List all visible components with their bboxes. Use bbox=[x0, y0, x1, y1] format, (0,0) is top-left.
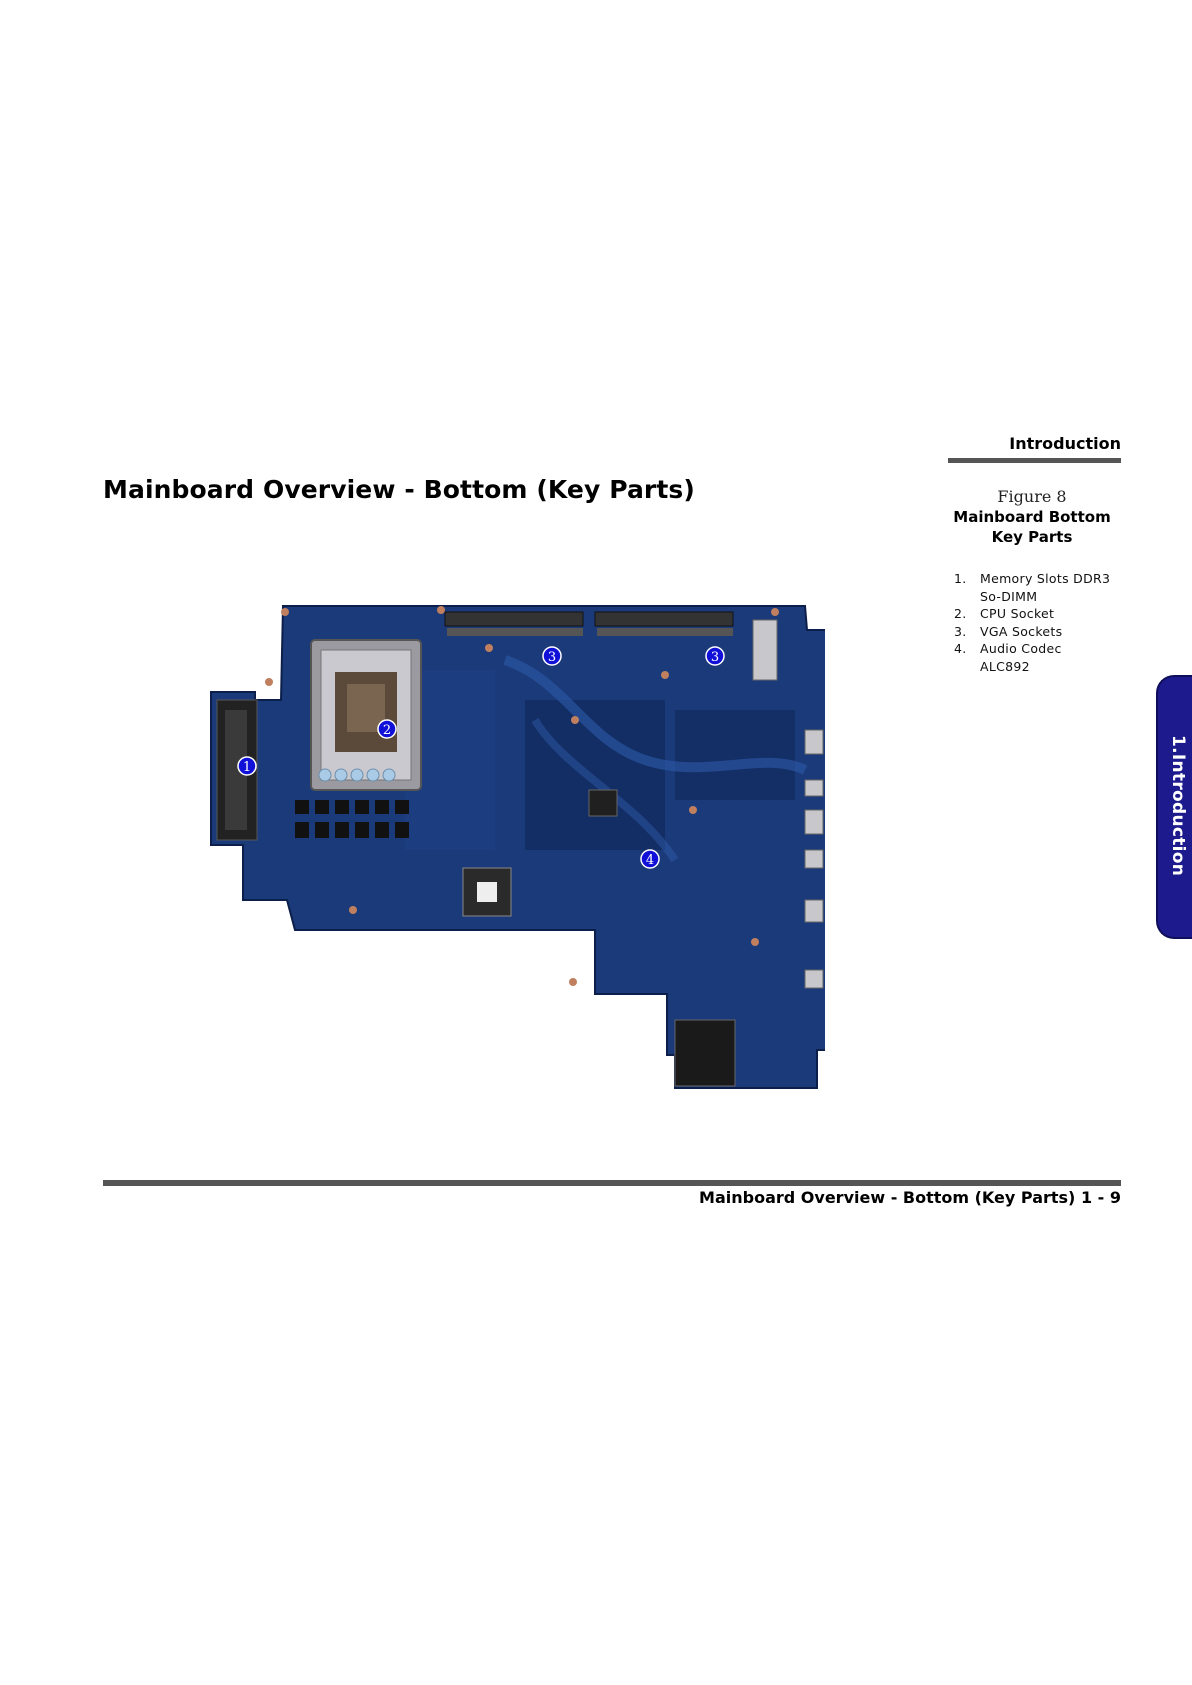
card-reader bbox=[675, 1020, 735, 1086]
list-item-line: VGA Sockets bbox=[980, 623, 1062, 641]
list-item-number: 4. bbox=[954, 640, 980, 675]
figure-caption: Figure 8 Mainboard Bottom Key Parts bbox=[948, 487, 1116, 547]
marker-3b: 3 bbox=[706, 647, 724, 665]
list-item-number: 3. bbox=[954, 623, 980, 641]
list-item-number: 2. bbox=[954, 605, 980, 623]
marker-4: 4 bbox=[641, 850, 659, 868]
marker-4-label: 4 bbox=[646, 853, 654, 868]
vga-socket-slot bbox=[597, 628, 733, 636]
marker-3b-label: 3 bbox=[711, 650, 719, 665]
footer-title: Mainboard Overview - Bottom (Key Parts) bbox=[699, 1188, 1075, 1207]
mainboard-illustration: 1 2 3 3 4 bbox=[205, 600, 825, 1095]
section-label: Introduction bbox=[948, 434, 1121, 453]
page-number: 1 - 9 bbox=[1081, 1188, 1121, 1207]
figure-number: Figure 8 bbox=[948, 487, 1116, 507]
vga-socket bbox=[445, 612, 583, 626]
marker-1: 1 bbox=[238, 757, 256, 775]
board-outline bbox=[211, 606, 825, 1088]
list-item-line: So-DIMM bbox=[980, 589, 1037, 604]
list-item-number: 1. bbox=[954, 570, 980, 605]
parts-list: 1. Memory Slots DDR3 So-DIMM 2. CPU Sock… bbox=[954, 570, 1124, 675]
marker-2-label: 2 bbox=[383, 723, 391, 738]
marker-1-label: 1 bbox=[243, 760, 251, 775]
vga-socket bbox=[595, 612, 733, 626]
list-item: 1. Memory Slots DDR3 So-DIMM bbox=[954, 570, 1124, 605]
list-item: 3. VGA Sockets bbox=[954, 623, 1124, 641]
figure-title-line1: Mainboard Bottom bbox=[948, 507, 1116, 527]
chapter-tab-label: 1.Introduction bbox=[1162, 735, 1188, 876]
list-item-line: Audio Codec bbox=[980, 641, 1062, 656]
list-item: 4. Audio Codec ALC892 bbox=[954, 640, 1124, 675]
marker-2: 2 bbox=[378, 720, 396, 738]
chipset-die bbox=[477, 882, 497, 902]
marker-3a-label: 3 bbox=[548, 650, 556, 665]
list-item-text: Memory Slots DDR3 So-DIMM bbox=[980, 570, 1110, 605]
list-item-line: ALC892 bbox=[980, 659, 1030, 674]
audio-codec bbox=[589, 790, 617, 816]
list-item-text: Audio Codec ALC892 bbox=[980, 640, 1062, 675]
list-item-line: CPU Socket bbox=[980, 605, 1054, 623]
page-title: Mainboard Overview - Bottom (Key Parts) bbox=[103, 475, 695, 504]
vga-socket-slot bbox=[447, 628, 583, 636]
list-item: 2. CPU Socket bbox=[954, 605, 1124, 623]
section-rule bbox=[948, 458, 1121, 463]
footer-rule bbox=[103, 1180, 1121, 1186]
marker-3a: 3 bbox=[543, 647, 561, 665]
board-region bbox=[675, 710, 795, 800]
figure-title-line2: Key Parts bbox=[948, 527, 1116, 547]
page-footer: Mainboard Overview - Bottom (Key Parts) … bbox=[560, 1188, 1121, 1207]
list-item-line: Memory Slots DDR3 bbox=[980, 571, 1110, 586]
